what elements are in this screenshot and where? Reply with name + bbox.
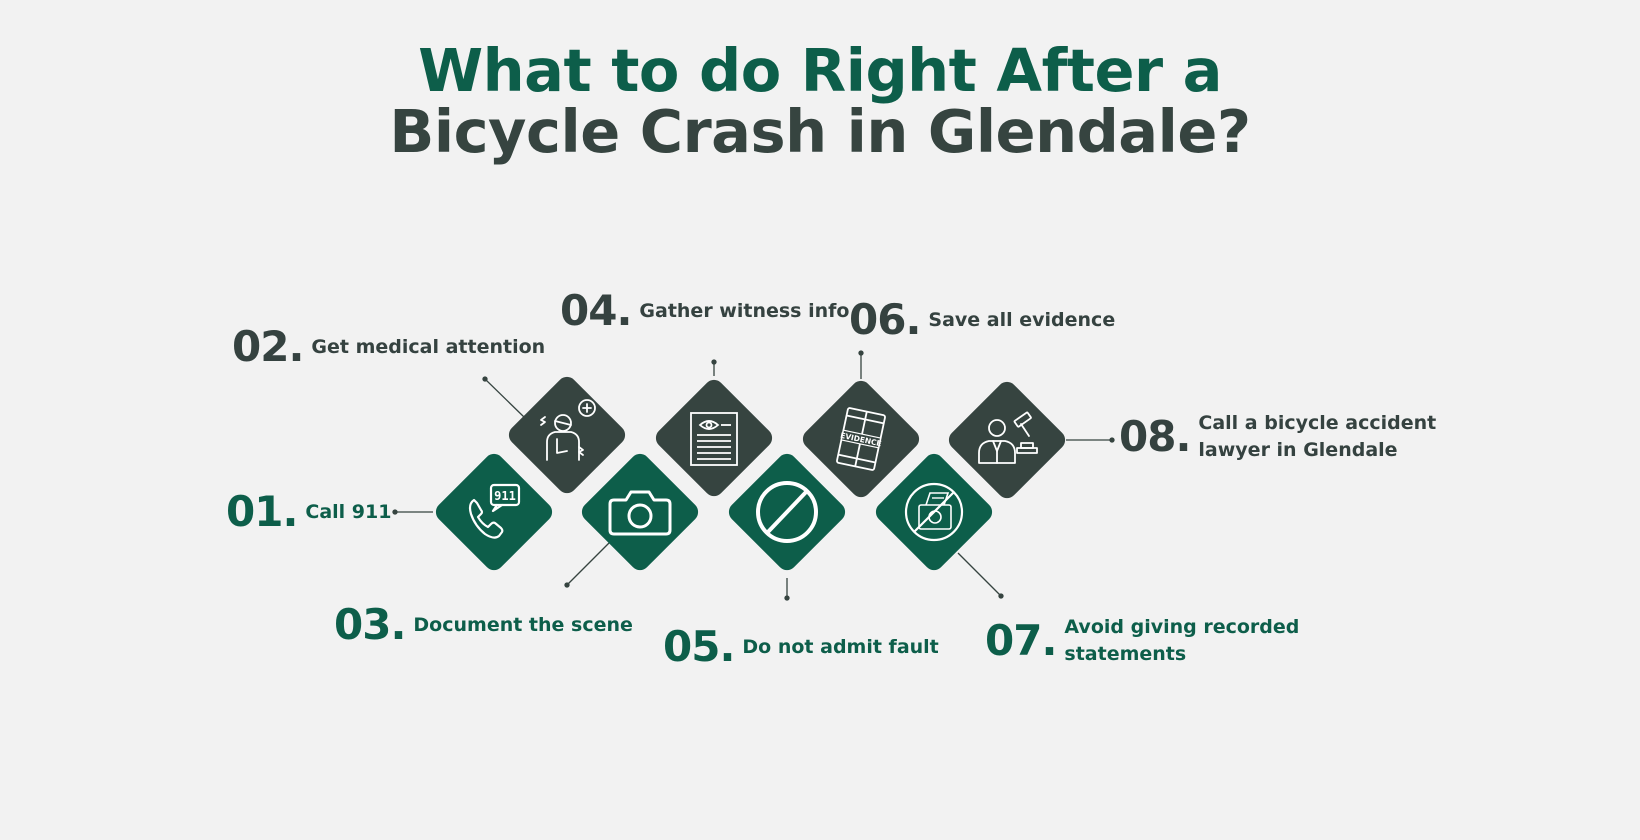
svg-text:911: 911: [494, 489, 516, 503]
injured-person-icon: [540, 399, 596, 461]
step-08-number: 08.: [1119, 412, 1191, 461]
connector-03: [566, 542, 610, 586]
step-07: 07. Avoid giving recorded statements: [985, 614, 1299, 668]
title-line-1: What to do Right After a: [418, 36, 1222, 105]
diamond-07: [875, 453, 993, 571]
step-04: 04. Gather witness info: [560, 290, 849, 332]
step-05: 05. Do not admit fault: [663, 626, 939, 668]
connector-dot-01: [392, 509, 398, 515]
step-08-label-line-1: Call a bicycle accident: [1198, 412, 1437, 434]
phone-911-icon: 911: [468, 483, 521, 539]
connector-dot-08: [1109, 437, 1115, 443]
step-04-number: 04.: [560, 286, 632, 335]
step-01-label: Call 911: [305, 500, 392, 523]
prohibited-icon: [756, 481, 818, 543]
step-07-label-line-1: Avoid giving recorded: [1064, 616, 1300, 638]
step-06-label: Save all evidence: [928, 308, 1116, 331]
diamond-06: EVIDENCE: [802, 380, 920, 498]
step-03: 03. Document the scene: [334, 604, 633, 646]
step-02-label: Get medical attention: [311, 335, 546, 358]
connector-dot-05: [784, 595, 790, 601]
step-01: 01. Call 911: [226, 491, 391, 533]
diamond-01: 911: [435, 453, 553, 571]
step-07-label-line-2: statements: [1064, 643, 1187, 665]
step-07-label: Avoid giving recorded statements: [1064, 614, 1299, 668]
step-08-label-line-2: lawyer in Glendale: [1198, 439, 1398, 461]
step-06-number: 06.: [849, 295, 921, 344]
connector-dot-03: [564, 582, 570, 588]
step-07-number: 07.: [985, 616, 1057, 665]
diamond-05: [728, 453, 846, 571]
connector-dot-06: [858, 350, 864, 356]
step-08: 08. Call a bicycle accident lawyer in Gl…: [1119, 410, 1436, 464]
camera-icon: [608, 490, 672, 536]
connector-02: [484, 378, 525, 418]
diamond-08: [948, 381, 1066, 499]
step-03-number: 03.: [334, 600, 406, 649]
connector-dot-07: [998, 593, 1004, 599]
lawyer-gavel-icon: [978, 411, 1038, 464]
page-title: What to do Right After a Bicycle Crash i…: [0, 40, 1640, 162]
step-02-number: 02.: [232, 322, 304, 371]
step-01-number: 01.: [226, 487, 298, 536]
connector-dot-04: [711, 359, 717, 365]
step-03-label: Document the scene: [413, 613, 633, 636]
step-02: 02. Get medical attention: [232, 326, 545, 368]
diamond-03: [581, 453, 699, 571]
step-08-label: Call a bicycle accident lawyer in Glenda…: [1198, 410, 1436, 464]
connector-07: [957, 552, 1002, 597]
diamond-02: [508, 376, 626, 494]
title-line-2: Bicycle Crash in Glendale?: [389, 97, 1251, 166]
step-04-label: Gather witness info: [639, 299, 850, 322]
step-05-label: Do not admit fault: [742, 635, 939, 658]
connector-lines: [392, 350, 1115, 601]
no-recording-icon: [904, 482, 964, 542]
step-06: 06. Save all evidence: [849, 299, 1115, 341]
witness-document-icon: [690, 412, 738, 466]
step-05-number: 05.: [663, 622, 735, 671]
connector-dot-02: [482, 376, 488, 382]
diamond-04: [655, 379, 773, 497]
